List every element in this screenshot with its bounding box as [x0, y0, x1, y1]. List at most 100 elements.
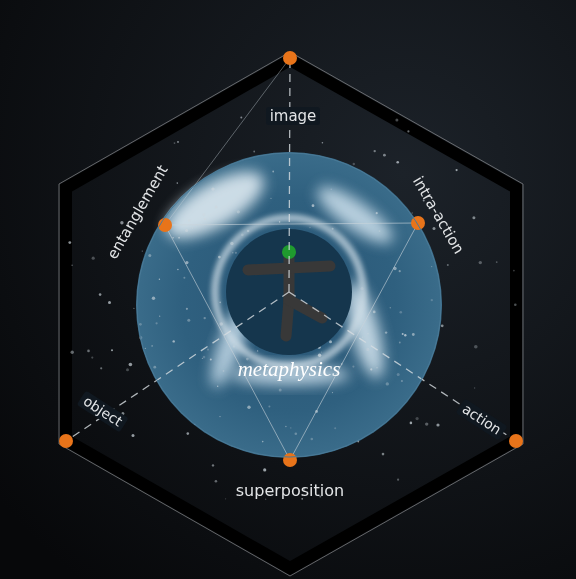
speckle-dot	[204, 317, 206, 319]
orange-dot	[283, 51, 297, 65]
speckle-dot	[218, 256, 221, 259]
speckle-dot	[71, 351, 74, 354]
speckle-dot	[390, 307, 391, 308]
speckle-dot	[366, 348, 369, 351]
speckle-dot	[108, 301, 111, 304]
speckle-dot	[203, 356, 206, 359]
speckle-dot	[91, 357, 93, 359]
speckle-dot	[321, 351, 322, 352]
node-title: metaphysics	[238, 357, 341, 382]
speckle-dot	[210, 359, 212, 361]
speckle-dot	[383, 154, 386, 157]
speckle-dot	[436, 423, 439, 426]
speckle-dot	[412, 212, 413, 213]
speckle-dot	[129, 363, 133, 367]
speckle-dot	[431, 266, 432, 267]
speckle-dot	[441, 324, 444, 327]
speckle-dot	[156, 322, 158, 324]
speckle-dot	[425, 422, 428, 425]
speckle-dot	[385, 331, 387, 333]
speckle-dot	[412, 333, 415, 336]
speckle-dot	[312, 204, 315, 207]
speckle-dot	[223, 370, 225, 372]
speckle-dot	[456, 169, 458, 171]
speckle-dot	[185, 229, 188, 232]
disc-outline	[136, 152, 442, 458]
speckle-dot	[219, 322, 223, 326]
speckle-dot	[217, 386, 218, 387]
speckle-dot	[329, 340, 332, 343]
speckle-dot	[71, 265, 72, 266]
speckle	[68, 117, 516, 500]
speckle-dot	[174, 142, 176, 144]
speckle-dot	[447, 264, 449, 266]
speckle-dot	[178, 237, 180, 239]
axis-label: object	[77, 391, 129, 433]
speckle-dot	[99, 293, 102, 296]
speckle-dot	[309, 227, 311, 229]
blue-disc	[136, 152, 442, 458]
speckle-dot	[268, 406, 270, 408]
speckle-dot	[87, 350, 90, 353]
orange-dot	[283, 453, 297, 467]
speckle-dot	[237, 210, 240, 213]
speckle-dot	[270, 198, 271, 199]
speckle-dot	[172, 237, 173, 238]
speckle-dot	[188, 219, 190, 221]
hexagon-outline	[59, 52, 523, 576]
speckle-dot	[126, 368, 129, 371]
disc-border	[137, 153, 441, 457]
speckle-dot	[204, 218, 206, 220]
speckle-dot	[376, 212, 378, 214]
figure-arms	[248, 266, 330, 270]
speckle-dot	[139, 323, 142, 326]
speckle-dot	[132, 434, 135, 437]
speckle-dot	[202, 213, 205, 216]
dashed-spokes	[66, 58, 516, 441]
speckle-dot	[311, 438, 314, 441]
speckle-dot	[514, 304, 517, 307]
speckle-dot	[253, 151, 255, 153]
dashed-spoke	[289, 58, 290, 292]
speckle-dot	[332, 392, 333, 393]
speckle-dot	[397, 373, 400, 376]
speckle-dot	[230, 242, 233, 245]
speckle-dot	[232, 252, 233, 253]
speckle-dot	[479, 261, 482, 264]
speckle-dot	[386, 382, 389, 385]
speckle-dot	[399, 270, 401, 272]
speckle-dot	[186, 308, 188, 310]
orange-dot	[509, 434, 523, 448]
speckle-dot	[295, 432, 298, 435]
speckle-dot	[513, 270, 515, 272]
speckle-dot	[401, 380, 403, 382]
speckle-dot	[187, 319, 190, 322]
speckle-dot	[360, 287, 363, 290]
speckle-dot	[159, 279, 160, 280]
speckle-dot	[272, 171, 274, 173]
axis-label: intra-action	[406, 169, 469, 260]
speckle-dot	[173, 340, 175, 342]
speckle-dot	[370, 368, 372, 370]
speckle-dot	[219, 301, 221, 303]
speckle-dot	[290, 427, 291, 428]
speckle-dot	[402, 333, 404, 335]
speckle-dot	[207, 349, 209, 351]
speckle-dot	[474, 387, 475, 388]
inner-triangle	[165, 223, 418, 460]
speckle-dot	[379, 230, 381, 232]
speckle-dot	[111, 349, 113, 351]
speckle-dot	[215, 480, 218, 483]
speckle-dot	[322, 142, 324, 144]
speckle-dot	[192, 227, 193, 228]
speckle-dot	[376, 367, 377, 368]
speckle-dot	[257, 350, 258, 351]
speckle-dot	[68, 241, 71, 244]
speckle-dot	[177, 269, 179, 271]
speckle-dot	[399, 342, 401, 344]
speckle-dot	[151, 345, 152, 346]
speckle-dot	[367, 333, 368, 334]
speckle-dot	[262, 441, 264, 443]
